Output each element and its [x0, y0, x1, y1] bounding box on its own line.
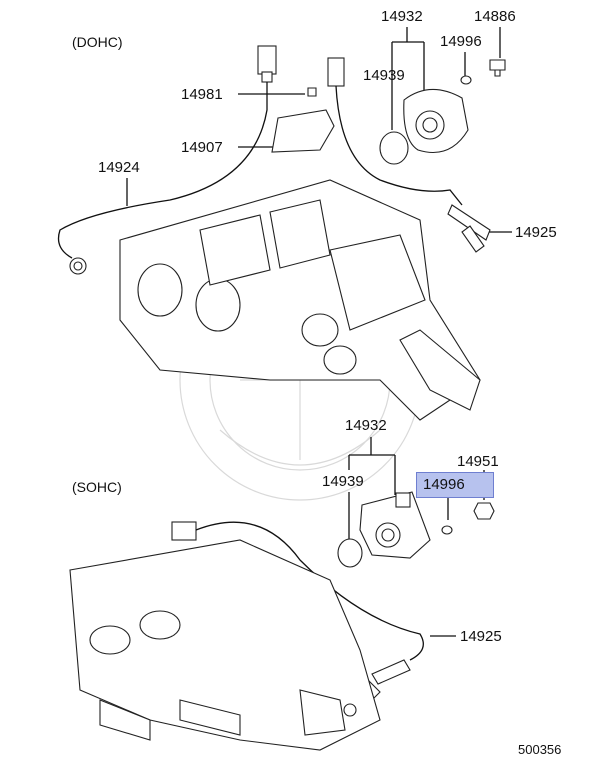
part-label-14925-bottom: 14925	[460, 628, 502, 645]
sohc-parts	[69, 491, 495, 751]
dohc-parts	[57, 45, 506, 421]
diagram-number: 500356	[518, 742, 562, 757]
highlight-box-14996	[416, 472, 494, 498]
part-label-14996-top: 14996	[440, 33, 482, 50]
part-label-14932-bottom: 14932	[345, 417, 387, 434]
section-label-dohc: (DOHC)	[72, 34, 123, 50]
part-label-14981: 14981	[181, 86, 223, 103]
dohc-leaders	[126, 27, 512, 233]
part-label-14907: 14907	[181, 139, 223, 156]
part-label-14925-top: 14925	[515, 224, 557, 241]
part-label-14939-top: 14939	[363, 67, 405, 84]
part-label-14996-bottom[interactable]: 14996	[423, 476, 465, 493]
part-label-14939-bottom: 14939	[322, 473, 364, 490]
section-label-sohc: (SOHC)	[72, 479, 122, 495]
part-label-14932-top: 14932	[381, 8, 423, 25]
part-label-14951: 14951	[457, 453, 499, 470]
part-label-14886: 14886	[474, 8, 516, 25]
part-label-14924: 14924	[98, 159, 140, 176]
